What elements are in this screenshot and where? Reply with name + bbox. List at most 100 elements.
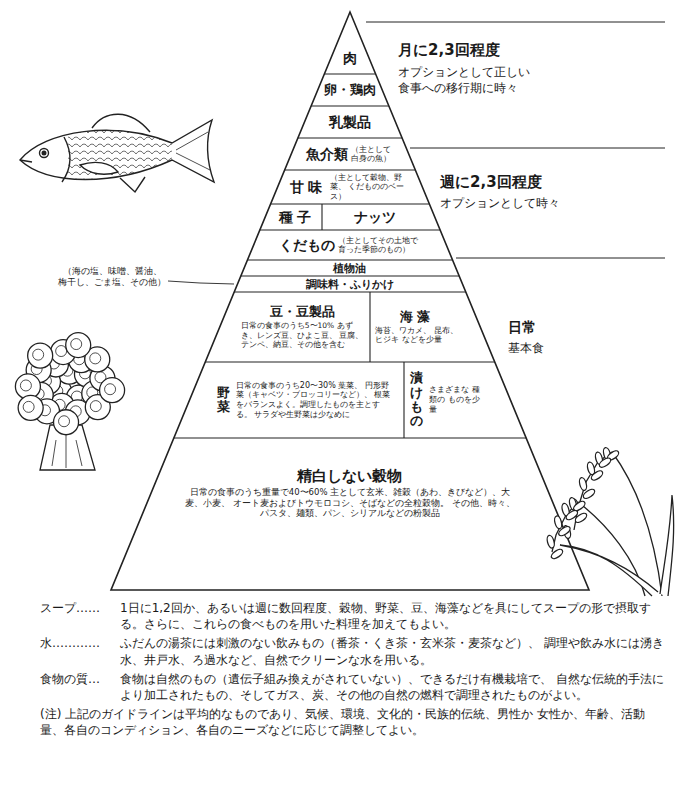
frequency-note: 基本食 bbox=[508, 340, 608, 356]
floret-bud bbox=[59, 416, 70, 427]
floret-bud bbox=[20, 380, 31, 391]
broccoli-floret bbox=[100, 378, 125, 403]
fish-pupil bbox=[42, 151, 46, 155]
food-band: 肉 bbox=[336, 42, 365, 74]
band-heading: 肉 bbox=[343, 50, 357, 66]
rice-plant-drawing bbox=[546, 447, 674, 596]
band-line bbox=[174, 437, 526, 438]
fish-fin bbox=[92, 114, 150, 132]
floret-outline bbox=[100, 378, 125, 403]
floret-outline bbox=[28, 343, 53, 368]
band-heading: 乳製品 bbox=[329, 114, 371, 130]
rice-leaf bbox=[560, 545, 658, 596]
food-band: 魚介類（主として 白身の魚） bbox=[299, 138, 401, 170]
band-line bbox=[241, 275, 459, 276]
band-heading: 野菜 bbox=[217, 386, 230, 415]
floret-bud bbox=[33, 349, 44, 360]
band-heading: 魚介類 bbox=[306, 146, 348, 162]
broccoli-drawing bbox=[15, 333, 124, 470]
callout-note: （海の塩、味噌、醤油、 梅干し、ごま塩、その他） bbox=[58, 266, 166, 289]
band-note: 海苔、ワカメ、 昆布、ヒジキ などを少量 bbox=[375, 326, 459, 344]
divider bbox=[403, 362, 404, 438]
band-line bbox=[298, 137, 402, 138]
band-line bbox=[324, 73, 375, 74]
fish-gill bbox=[62, 137, 70, 182]
rice-grain bbox=[582, 488, 596, 501]
fish-drawing bbox=[20, 114, 214, 192]
rule-line bbox=[410, 148, 665, 149]
rice-grain bbox=[565, 509, 579, 522]
pyramid-outline bbox=[111, 12, 589, 590]
food-band: 調味料・ふりかけ bbox=[243, 276, 457, 292]
rice-grain bbox=[557, 525, 571, 538]
floret-outline bbox=[66, 333, 91, 358]
fish-eye bbox=[40, 149, 49, 158]
note-term: 水………… bbox=[40, 635, 120, 651]
rice-grain bbox=[546, 535, 556, 549]
floret-bud bbox=[56, 346, 67, 357]
food-band: 豆・豆製品日常の食事のうち5〜10% あずき、レンズ豆、ひよこ豆、 豆腐、テンペ… bbox=[236, 292, 370, 362]
leader-line bbox=[168, 281, 234, 284]
food-band: 甘味（主として穀物、野菜、 くだもののベース） bbox=[286, 170, 414, 204]
note-body: 食物は自然のもの（遺伝子組み換えがされていない）、できるだけ有機栽培で、 自然な… bbox=[120, 671, 668, 703]
frequency-heading: 日常 bbox=[508, 318, 608, 337]
broccoli-floret bbox=[18, 395, 43, 420]
leader-line bbox=[168, 281, 234, 284]
fish-tail bbox=[176, 132, 210, 170]
band-heading: くだもの bbox=[279, 237, 335, 253]
note-body: ふだんの湯茶には刺激のない飲みもの（番茶・くき茶・玄米茶・麦茶など）、 調理や飲… bbox=[120, 635, 668, 667]
food-band: くだもの（主としてその土地で 育った季節のもの） bbox=[261, 230, 439, 260]
band-heading: 海藻 bbox=[400, 310, 434, 324]
broccoli-floret bbox=[54, 410, 79, 435]
broccoli-floret bbox=[66, 333, 91, 358]
floret-outline bbox=[18, 395, 43, 420]
frequency-heading: 週に2,3回程度 bbox=[440, 172, 640, 192]
food-band: 海藻海苔、ワカメ、 昆布、ヒジキ などを少量 bbox=[370, 292, 464, 362]
food-band: 卵・鶏肉 bbox=[324, 74, 377, 106]
rice-panicle bbox=[574, 452, 612, 530]
fish-mouth bbox=[20, 160, 32, 162]
band-line bbox=[205, 361, 494, 362]
broccoli-stem-line bbox=[52, 430, 82, 468]
band-heading: ナッツ bbox=[354, 209, 396, 225]
frequency-rules bbox=[366, 22, 665, 258]
band-note: さまざまな 種類の ものを少量 bbox=[429, 385, 487, 414]
band-heading: 植物油 bbox=[333, 262, 366, 274]
rice-grain bbox=[598, 456, 612, 469]
band-heading: 調味料・ふりかけ bbox=[306, 278, 394, 290]
food-band: 乳製品 bbox=[311, 106, 389, 138]
rule-line bbox=[456, 258, 665, 259]
rice-grain bbox=[553, 515, 563, 529]
rice-grain bbox=[590, 469, 604, 482]
band-heading: 精白しない穀物 bbox=[297, 468, 402, 485]
band-note: （主として 白身の魚） bbox=[351, 145, 393, 163]
note-body: 1日に1,2回か、あるいは週に数回程度、穀物、野菜、豆、海藻などを具にしてスープ… bbox=[120, 600, 668, 632]
note-term: 食物の質… bbox=[40, 671, 120, 687]
food-band: 野菜日常の食事のうち20〜30% 葉菜、 円形野菜（キャベツ・ブロッコリーなど）… bbox=[207, 362, 404, 438]
frequency-heading: 月に2,3回程度 bbox=[398, 40, 598, 60]
note-term: スープ…… bbox=[40, 600, 120, 616]
frequency-note: オプションとして正しい 食事への移行期に時々 bbox=[398, 64, 538, 96]
divider bbox=[321, 204, 322, 230]
floret-bud bbox=[90, 401, 101, 412]
band-heading: 卵・鶏肉 bbox=[324, 83, 376, 97]
band-heading: 漬けもの bbox=[410, 371, 423, 428]
broccoli-floret bbox=[28, 343, 53, 368]
fish-fin bbox=[120, 177, 145, 192]
rice-leaf bbox=[660, 495, 674, 596]
food-band: ナッツ bbox=[322, 204, 428, 230]
floret-bud bbox=[23, 401, 34, 412]
band-line bbox=[311, 105, 389, 106]
band-line bbox=[247, 259, 452, 260]
food-band: 漬けものさまざまな 種類の ものを少量 bbox=[404, 362, 493, 438]
food-band: 植物油 bbox=[250, 260, 451, 276]
food-band: 精白しない穀物日常の食事のうち重量で40〜60% 主として玄米、雑穀（あわ、きび… bbox=[174, 438, 525, 590]
food-band: 種子 bbox=[272, 204, 322, 230]
rice-grain bbox=[550, 548, 564, 561]
floret-bud bbox=[71, 339, 82, 350]
rice-grain bbox=[578, 477, 588, 491]
band-note: （主として穀物、野菜、 くだもののベース） bbox=[330, 173, 410, 200]
band-line bbox=[285, 169, 416, 170]
floret-outline bbox=[54, 410, 79, 435]
